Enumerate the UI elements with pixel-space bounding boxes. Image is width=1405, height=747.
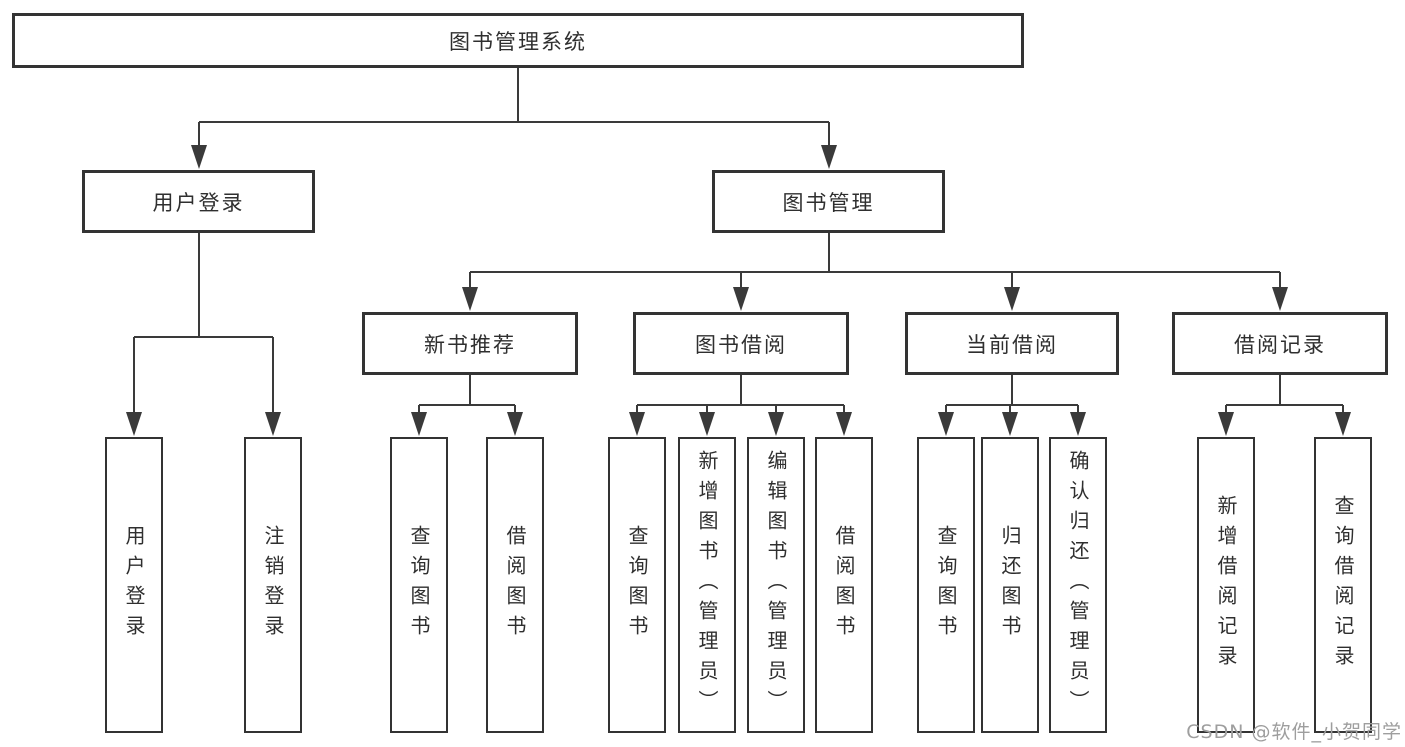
leaf-query-books-current: 查询图书 [917, 437, 975, 733]
node-user-login-branch: 用户登录 [82, 170, 315, 233]
arrow-down-icon [411, 412, 427, 436]
arrow-down-icon [821, 145, 837, 169]
connector-borrow-records-to-leaves [1218, 375, 1351, 436]
arrow-down-icon [768, 412, 784, 436]
connector-book-mgmt-to-level3 [462, 233, 1288, 311]
leaf-label: 确认归还（管理员） [1066, 450, 1090, 720]
leaf-label: 编辑图书（管理员） [764, 450, 788, 720]
arrow-down-icon [1272, 287, 1288, 311]
leaf-label: 新增借阅记录 [1214, 495, 1238, 675]
arrow-down-icon [507, 412, 523, 436]
leaf-borrow-books: 借阅图书 [815, 437, 873, 733]
leaf-label: 查询图书 [625, 525, 649, 645]
leaf-label: 归还图书 [998, 525, 1022, 645]
node-borrow-records: 借阅记录 [1172, 312, 1388, 375]
leaf-return-book: 归还图书 [981, 437, 1039, 733]
leaf-label: 查询图书 [934, 525, 958, 645]
arrow-down-icon [1218, 412, 1234, 436]
leaf-label: 注销登录 [261, 525, 285, 645]
leaf-label: 借阅图书 [503, 525, 527, 645]
connector-root-to-level2 [191, 68, 837, 169]
leaf-label: 查询借阅记录 [1331, 495, 1355, 675]
leaf-user-login: 用户登录 [105, 437, 163, 733]
leaf-label: 查询图书 [407, 525, 431, 645]
leaf-query-books-borrow: 查询图书 [608, 437, 666, 733]
arrow-down-icon [629, 412, 645, 436]
arrow-down-icon [733, 287, 749, 311]
leaf-label: 借阅图书 [832, 525, 856, 645]
leaf-logout: 注销登录 [244, 437, 302, 733]
leaf-query-books-recommend: 查询图书 [390, 437, 448, 733]
arrow-down-icon [1335, 412, 1351, 436]
connector-current-borrow-to-leaves [938, 375, 1086, 436]
arrow-down-icon [126, 412, 142, 436]
leaf-confirm-return-admin: 确认归还（管理员） [1049, 437, 1107, 733]
leaf-label: 新增图书（管理员） [695, 450, 719, 720]
node-new-book-recommend: 新书推荐 [362, 312, 578, 375]
node-book-borrow: 图书借阅 [633, 312, 849, 375]
connector-new-book-to-leaves [411, 375, 523, 436]
arrow-down-icon [1002, 412, 1018, 436]
arrow-down-icon [191, 145, 207, 169]
connector-user-login-to-leaves [126, 233, 281, 436]
arrow-down-icon [1070, 412, 1086, 436]
arrow-down-icon [938, 412, 954, 436]
arrow-down-icon [836, 412, 852, 436]
leaf-label: 用户登录 [122, 525, 146, 645]
leaf-add-book-admin: 新增图书（管理员） [678, 437, 736, 733]
leaf-add-borrow-record: 新增借阅记录 [1197, 437, 1255, 733]
leaf-borrow-books-recommend: 借阅图书 [486, 437, 544, 733]
node-book-management: 图书管理 [712, 170, 945, 233]
node-current-borrow: 当前借阅 [905, 312, 1119, 375]
arrow-down-icon [462, 287, 478, 311]
connector-book-borrow-to-leaves [629, 375, 852, 436]
node-library-system: 图书管理系统 [12, 13, 1024, 68]
leaf-query-borrow-record: 查询借阅记录 [1314, 437, 1372, 733]
arrow-down-icon [1004, 287, 1020, 311]
arrow-down-icon [699, 412, 715, 436]
watermark: CSDN @软件_小贺同学 [1186, 721, 1402, 743]
arrow-down-icon [265, 412, 281, 436]
leaf-edit-book-admin: 编辑图书（管理员） [747, 437, 805, 733]
